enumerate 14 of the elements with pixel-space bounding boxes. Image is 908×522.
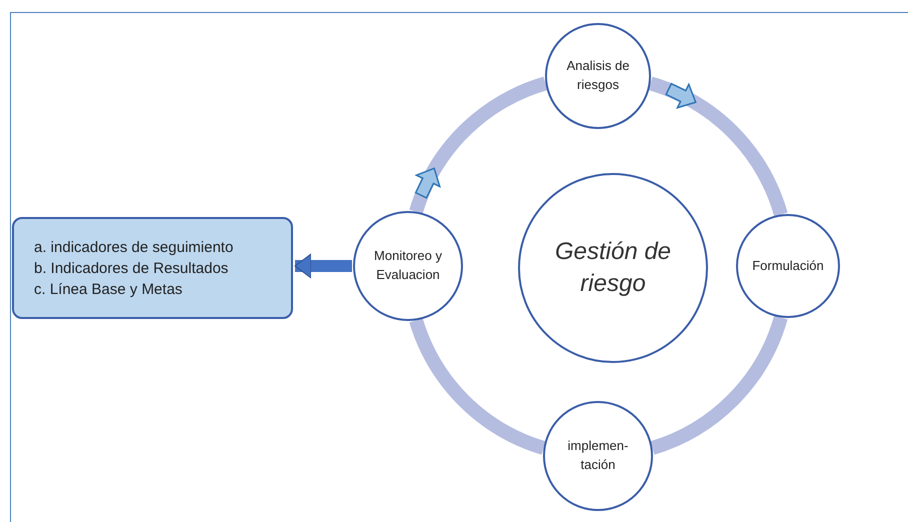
list-box	[12, 217, 293, 319]
circle-label: Formulación	[752, 256, 824, 275]
cycle-arc	[409, 76, 548, 214]
circle-label: Monitoreo y Evaluacion	[373, 247, 443, 284]
cycle-arc	[409, 318, 546, 455]
circle-label: Analisis de riesgos	[566, 57, 630, 94]
cycle-arc	[648, 76, 788, 217]
block-arrow	[294, 254, 352, 278]
list-item: a. indicadores de seguimiento	[34, 238, 234, 258]
list-item: b. Indicadores de Resultados	[34, 258, 228, 278]
circle-label: implemen- tación	[566, 437, 630, 474]
cycle-arc	[650, 315, 788, 455]
circle-label: Gestión de riesgo	[554, 236, 672, 299]
list-item: c. Línea Base y Metas	[34, 280, 182, 300]
